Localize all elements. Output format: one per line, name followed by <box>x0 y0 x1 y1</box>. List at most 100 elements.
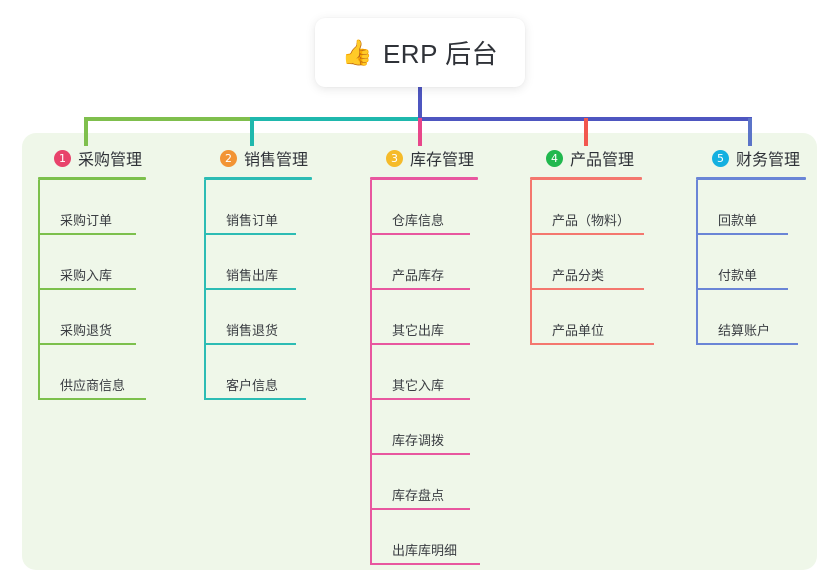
menu-item-rule <box>696 288 788 290</box>
menu-item-label: 结算账户 <box>718 323 771 338</box>
menu-item[interactable]: 客户信息 <box>204 345 312 400</box>
menu-item-label: 客户信息 <box>226 378 279 393</box>
column-title-3: 库存管理 <box>410 152 475 169</box>
menu-item-rule <box>370 398 470 400</box>
menu-item-label: 产品分类 <box>552 268 605 283</box>
column-header-1[interactable]: 1 采购管理 <box>38 146 146 170</box>
menu-item[interactable]: 其它入库 <box>370 345 478 400</box>
menu-item-label: 出库库明细 <box>392 543 458 558</box>
column-badge-4: 4 <box>546 149 563 167</box>
column-header-rule-1 <box>38 177 146 180</box>
menu-item-rule <box>38 398 146 400</box>
menu-item-label: 产品单位 <box>552 323 605 338</box>
menu-item[interactable]: 销售订单 <box>204 180 312 235</box>
menu-item-label: 采购入库 <box>60 268 113 283</box>
column-items-4: 产品（物料） 产品分类产品单位 <box>530 180 654 345</box>
menu-item-label: 产品库存 <box>392 268 445 283</box>
menu-item[interactable]: 采购订单 <box>38 180 146 235</box>
column-title-5: 财务管理 <box>736 152 801 169</box>
menu-item[interactable]: 付款单 <box>696 235 806 290</box>
menu-item-rule <box>370 233 470 235</box>
column-items-5: 回款单付款单结算账户 <box>696 180 806 345</box>
column-spine-2 <box>204 180 206 400</box>
menu-item-label: 库存盘点 <box>392 488 445 503</box>
menu-item[interactable]: 回款单 <box>696 180 806 235</box>
menu-item-rule <box>38 288 136 290</box>
menu-item[interactable]: 产品（物料） <box>530 180 644 235</box>
menu-item-rule <box>370 288 470 290</box>
column-1: 1 采购管理采购订单采购入库采购退货供应商信息 <box>38 146 146 400</box>
diagram-panel <box>22 133 817 570</box>
column-spine-1 <box>38 180 40 400</box>
column-badge-2: 2 <box>220 149 237 167</box>
menu-item-label: 回款单 <box>718 213 758 228</box>
column-title-4: 产品管理 <box>570 152 635 169</box>
page-title: ERP 后台 <box>382 39 499 69</box>
column-spine-5 <box>696 180 698 345</box>
menu-item-rule <box>204 288 296 290</box>
menu-item[interactable]: 产品分类 <box>530 235 644 290</box>
column-header-5[interactable]: 5 财务管理 <box>696 146 806 170</box>
column-spine-4 <box>530 180 532 345</box>
menu-item-label: 销售订单 <box>226 213 279 228</box>
column-title-2: 销售管理 <box>244 152 309 169</box>
menu-item-rule <box>696 343 798 345</box>
menu-item-rule <box>370 343 470 345</box>
column-title-1: 采购管理 <box>78 152 143 169</box>
column-header-rule-2 <box>204 177 312 180</box>
menu-item-rule <box>38 343 136 345</box>
menu-item[interactable]: 其它出库 <box>370 290 478 345</box>
menu-item-label: 其它出库 <box>392 323 445 338</box>
menu-item-rule <box>530 233 644 235</box>
menu-item[interactable]: 出库库明细 <box>370 510 480 565</box>
menu-item[interactable]: 采购退货 <box>38 290 146 345</box>
column-badge-5: 5 <box>712 149 729 167</box>
menu-item-rule <box>530 343 654 345</box>
menu-item[interactable]: 库存调拨 <box>370 400 478 455</box>
column-items-3: 仓库信息产品库存其它出库其它入库库存调拨库存盘点出库库明细 <box>370 180 480 565</box>
menu-item-label: 库存调拨 <box>392 433 445 448</box>
column-header-2[interactable]: 2 销售管理 <box>204 146 312 170</box>
column-items-2: 销售订单销售出库销售退货客户信息 <box>204 180 312 400</box>
menu-item-rule <box>204 343 296 345</box>
menu-item-label: 付款单 <box>718 268 758 283</box>
menu-item-rule <box>370 453 470 455</box>
menu-item[interactable]: 供应商信息 <box>38 345 146 400</box>
column-header-rule-3 <box>370 177 478 180</box>
column-header-4[interactable]: 4 产品管理 <box>530 146 642 170</box>
menu-item[interactable]: 库存盘点 <box>370 455 478 510</box>
menu-item[interactable]: 销售退货 <box>204 290 312 345</box>
menu-item-rule <box>204 398 306 400</box>
menu-item-label: 其它入库 <box>392 378 445 393</box>
column-badge-3: 3 <box>386 149 403 167</box>
menu-item[interactable]: 销售出库 <box>204 235 312 290</box>
menu-item-rule <box>204 233 296 235</box>
menu-item-label: 采购退货 <box>60 323 113 338</box>
menu-item[interactable]: 仓库信息 <box>370 180 478 235</box>
menu-item-label: 采购订单 <box>60 213 113 228</box>
menu-item[interactable]: 产品单位 <box>530 290 654 345</box>
column-spine-3 <box>370 180 372 565</box>
menu-item-rule <box>530 288 644 290</box>
column-4: 4 产品管理产品（物料） 产品分类产品单位 <box>530 146 654 345</box>
thumbs-up-icon: 👍 <box>341 38 373 67</box>
menu-item-label: 产品（物料） <box>552 213 631 228</box>
column-header-3[interactable]: 3 库存管理 <box>370 146 478 170</box>
diagram-title-card: 👍 ERP 后台 <box>315 18 525 87</box>
menu-item-rule <box>38 233 136 235</box>
menu-item[interactable]: 产品库存 <box>370 235 478 290</box>
menu-item-label: 仓库信息 <box>392 213 445 228</box>
column-2: 2 销售管理销售订单销售出库销售退货客户信息 <box>204 146 312 400</box>
column-badge-1: 1 <box>54 149 71 167</box>
menu-item[interactable]: 采购入库 <box>38 235 146 290</box>
menu-item[interactable]: 结算账户 <box>696 290 806 345</box>
menu-item-rule <box>370 508 470 510</box>
menu-item-label: 销售出库 <box>226 268 279 283</box>
column-5: 5 财务管理回款单付款单结算账户 <box>696 146 806 345</box>
menu-item-label: 销售退货 <box>226 323 279 338</box>
menu-item-label: 供应商信息 <box>60 378 126 393</box>
column-header-rule-5 <box>696 177 806 180</box>
column-header-rule-4 <box>530 177 642 180</box>
